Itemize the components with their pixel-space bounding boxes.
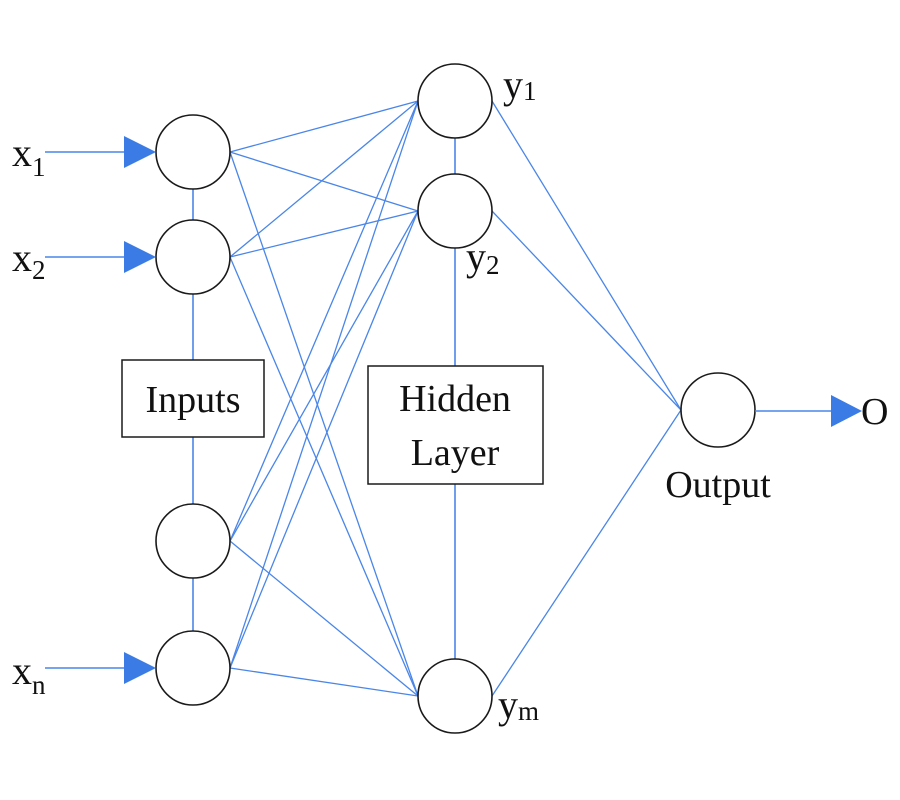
- input-arrow-head-icon: [124, 652, 156, 684]
- hidden-layer-box-label-line2: Layer: [411, 432, 500, 474]
- hidden-node-hm: [417, 658, 493, 734]
- input-label-xn: xn: [12, 648, 46, 700]
- io-arrows: [45, 136, 862, 684]
- edge-in2-hm: [229, 256, 419, 697]
- output-node: [680, 372, 756, 448]
- hidden-layer-box-label-line1: Hidden: [399, 378, 511, 420]
- hidden-label-y2: y2: [466, 234, 500, 280]
- edge-in3-h1: [229, 100, 419, 542]
- hidden-label-ym: ym: [498, 682, 539, 727]
- input-node-inn: [155, 630, 231, 706]
- input-arrow-head-icon: [124, 136, 156, 168]
- input-label-x1: x1: [12, 130, 46, 182]
- inputs-box: Inputs: [121, 359, 265, 438]
- edge-h2-out: [491, 210, 682, 411]
- hidden-label-y1: y1: [503, 62, 537, 107]
- hidden-node-h2: [417, 173, 493, 249]
- edge-in3-h2: [229, 210, 419, 542]
- edge-inn-hm: [229, 667, 419, 697]
- edge-hm-out: [491, 409, 682, 697]
- edge-inn-h2: [229, 210, 419, 669]
- input-label-x2: x2: [12, 235, 46, 285]
- edge-inn-h1: [229, 100, 419, 669]
- edge-in2-h1: [229, 100, 419, 258]
- hidden-node-h1: [417, 63, 493, 139]
- neuron-nodes: [155, 63, 756, 734]
- edge-in1-h1: [229, 100, 419, 153]
- input-arrow-head-icon: [124, 241, 156, 273]
- output-symbol: O: [861, 391, 888, 433]
- edge-h1-out: [491, 100, 682, 411]
- edge-in1-hm: [229, 151, 419, 697]
- input-node-in1: [155, 114, 231, 190]
- output-label: Output: [665, 464, 771, 506]
- variable-labels: x1 x2 xn y1 y2 ym Output O: [12, 62, 888, 727]
- inputs-box-label: Inputs: [146, 379, 241, 421]
- connection-edges: [229, 100, 682, 697]
- input-node-in3: [155, 503, 231, 579]
- input-node-in2: [155, 219, 231, 295]
- edge-in3-hm: [229, 540, 419, 697]
- hidden-layer-box: Hidden Layer: [367, 365, 544, 485]
- output-arrow-head-icon: [831, 395, 862, 427]
- edge-in1-h2: [229, 151, 419, 212]
- edge-in2-h2: [229, 210, 419, 258]
